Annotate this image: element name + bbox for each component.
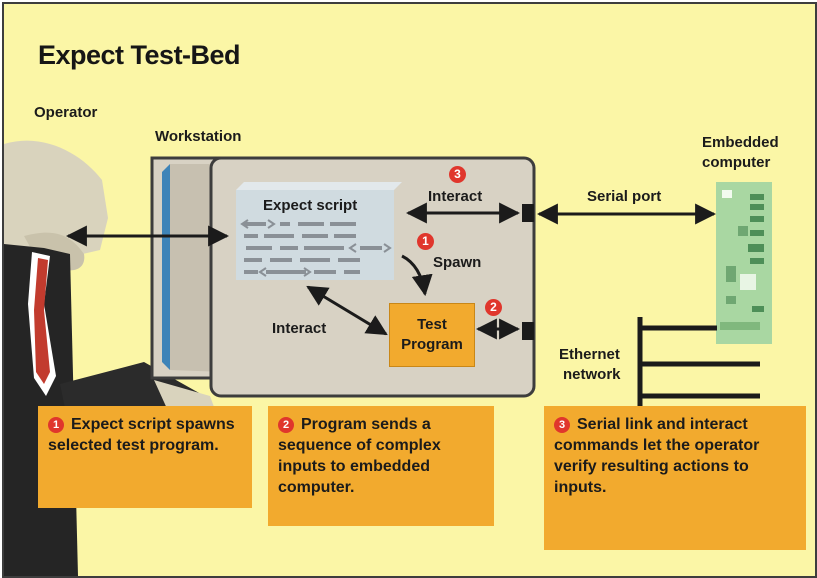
ethernet-port-connector [522, 322, 534, 340]
test-program-label-line1: Test [417, 316, 447, 333]
operator-label: Operator [34, 104, 98, 121]
ethernet-network-bus [637, 317, 760, 414]
serial-port-label: Serial port [587, 188, 662, 205]
callout-step-2-text: Program sends a sequence of complex inpu… [278, 416, 441, 496]
callout-step-3-text: Serial link and interact commands let th… [554, 416, 760, 496]
connection-arrows [65, 202, 717, 340]
marker-three-diagram: 3 [449, 165, 466, 183]
expect-script-label: Expect script [263, 197, 358, 214]
workstation-label: Workstation [155, 128, 242, 145]
spawn-label: Spawn [433, 254, 482, 271]
callout-step-3-number: 3 [554, 417, 570, 433]
ethernet-label-line2: network [563, 366, 621, 383]
marker-one-diagram: 1 [417, 232, 434, 250]
ethernet-label-line1: Ethernet [559, 346, 620, 363]
diagram-title: Expect Test-Bed [38, 40, 241, 70]
test-program-box: Test Program [389, 303, 475, 367]
embedded-computer-board [716, 182, 772, 344]
test-program-label-line2: Program [401, 336, 463, 353]
spawn-arrow [401, 254, 433, 297]
interact-top-label: Interact [428, 188, 483, 205]
callout-step-1-text: Expect script spawns selected test progr… [48, 416, 235, 454]
callout-step-2-number: 2 [278, 417, 294, 433]
callout-step-1-number: 1 [48, 417, 64, 433]
embedded-computer-label-line1: Embedded [702, 134, 779, 151]
interact-left-arrow [306, 285, 388, 336]
marker-two-diagram: 2 [485, 298, 502, 316]
expect-script-panel [236, 182, 402, 280]
interact-left-label: Interact [272, 320, 327, 337]
embedded-computer-label-line2: computer [702, 154, 771, 171]
serial-port-connector [522, 204, 534, 222]
